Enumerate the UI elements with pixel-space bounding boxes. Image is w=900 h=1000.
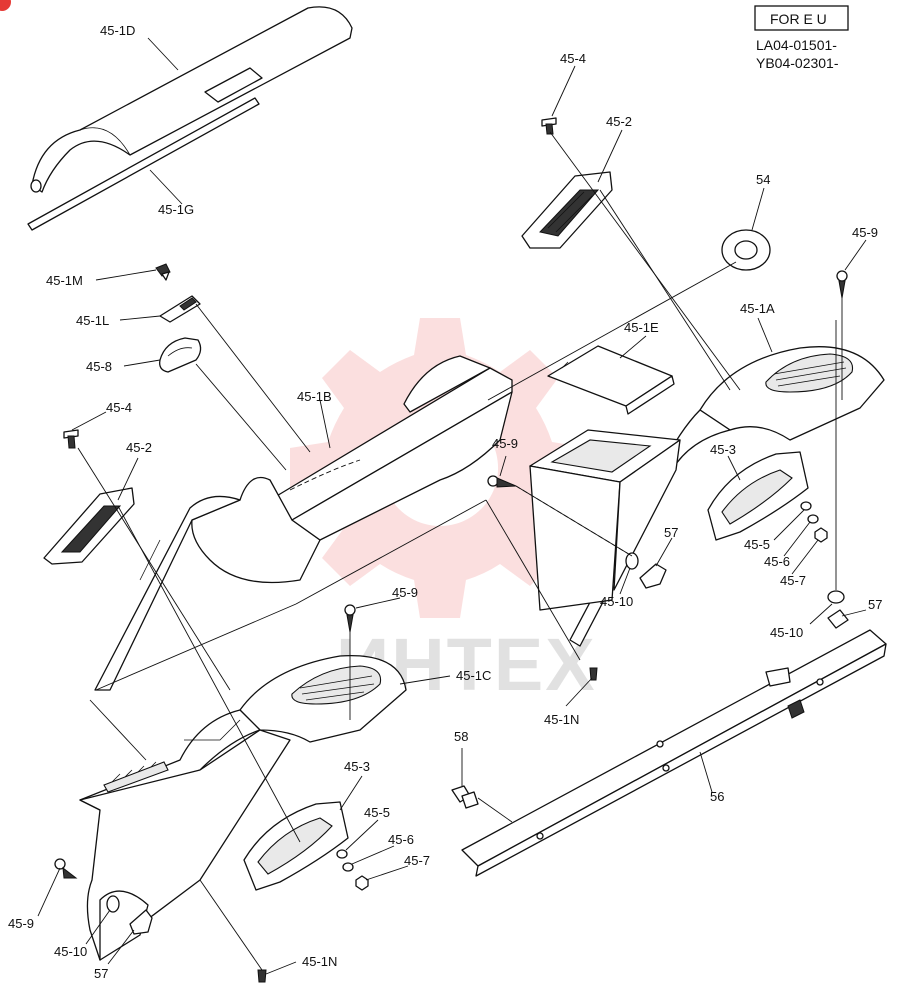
callout-45-3-right: 45-3 <box>710 442 736 457</box>
serial-label-2: YB04-02301- <box>756 55 839 71</box>
callout-45-9-left: 45-9 <box>8 916 34 931</box>
part-45-4-left-screw <box>63 429 79 449</box>
part-45-8-grommet <box>159 337 202 373</box>
part-45-5-right-washer <box>800 501 812 511</box>
callout-45-10-mid: 45-10 <box>600 594 633 609</box>
part-56-frame-rail <box>461 629 887 877</box>
part-45-9-left-pin <box>54 858 78 879</box>
part-45-6-right-washer <box>807 514 819 524</box>
callout-45-10-right: 45-10 <box>770 625 803 640</box>
callout-45-3-bottom: 45-3 <box>344 759 370 774</box>
part-45-2-left-grille <box>43 487 135 565</box>
part-center-box <box>529 429 681 611</box>
part-45-10-mid-grommet <box>625 552 639 570</box>
part-45-1C-left-fender <box>79 654 407 961</box>
callout-45-1L: 45-1L <box>76 313 109 328</box>
callout-58: 58 <box>454 729 468 744</box>
callout-45-10-left: 45-10 <box>54 944 87 959</box>
callout-45-2-left: 45-2 <box>126 440 152 455</box>
callout-45-1A: 45-1A <box>740 301 775 316</box>
callout-labels: 45-1D 45-1G 45-1M 45-1L 45-8 45-4 45-2 5… <box>8 23 882 981</box>
leader-lines <box>37 37 867 975</box>
part-45-7-right-nut <box>814 527 828 543</box>
callout-45-1M: 45-1M <box>46 273 83 288</box>
part-45-9-mid-pin <box>487 475 517 488</box>
part-54-washer <box>721 229 771 271</box>
part-45-4-top-screw <box>541 117 557 135</box>
callout-45-9-mid: 45-9 <box>492 436 518 451</box>
callout-45-9-lower: 45-9 <box>392 585 418 600</box>
part-45-1N-bottom-screw <box>257 969 267 983</box>
callout-45-8: 45-8 <box>86 359 112 374</box>
part-45-1E-panel <box>547 345 675 415</box>
callout-45-6-right: 45-6 <box>764 554 790 569</box>
callout-45-2-top: 45-2 <box>606 114 632 129</box>
callout-45-5-bottom: 45-5 <box>364 805 390 820</box>
callout-45-7-right: 45-7 <box>780 573 806 588</box>
part-45-1N-mid-screw <box>589 667 598 681</box>
callout-45-6-bottom: 45-6 <box>388 832 414 847</box>
market-box <box>754 5 849 31</box>
part-58-bolt <box>451 785 479 809</box>
part-45-2-top-grille <box>521 171 613 249</box>
callout-45-1N-bottom: 45-1N <box>302 954 337 969</box>
part-45-7-bottom-nut <box>355 875 369 891</box>
part-57-left-clip <box>129 909 153 935</box>
part-45-1M-screw <box>155 263 171 281</box>
serial-label-1: LA04-01501- <box>756 37 837 53</box>
callout-57-right: 57 <box>868 597 882 612</box>
part-57-right-clip <box>827 609 849 629</box>
callout-56: 56 <box>710 789 724 804</box>
callout-45-1C: 45-1C <box>456 668 491 683</box>
part-45-1G-rod <box>27 97 260 231</box>
part-45-6-bottom-washer <box>342 862 354 872</box>
part-45-3-right-grille <box>707 451 809 541</box>
part-45-1D-top-cover <box>30 6 353 193</box>
part-45-9-lower-pin <box>344 604 356 633</box>
callout-45-7-bottom: 45-7 <box>404 853 430 868</box>
callout-57-left: 57 <box>94 966 108 981</box>
part-45-5-bottom-washer <box>336 849 348 859</box>
callout-45-1E: 45-1E <box>624 320 659 335</box>
callout-45-1B: 45-1B <box>297 389 332 404</box>
callout-45-5-right: 45-5 <box>744 537 770 552</box>
callout-45-4-top: 45-4 <box>560 51 586 66</box>
callout-45-9-right: 45-9 <box>852 225 878 240</box>
part-45-3-bottom-grille <box>243 801 349 891</box>
callout-57-mid: 57 <box>664 525 678 540</box>
market-label: FOR E U <box>770 11 827 27</box>
part-45-1B-center-console <box>94 355 513 691</box>
callout-54: 54 <box>756 172 770 187</box>
watermark-gear-logo <box>290 318 590 618</box>
part-45-10-right-grommet <box>827 590 845 604</box>
part-45-1L-clip <box>159 295 201 323</box>
callout-45-1D: 45-1D <box>100 23 135 38</box>
part-57-mid-clip <box>639 563 667 589</box>
callout-45-1G: 45-1G <box>158 202 194 217</box>
part-45-9-right-pin <box>836 270 848 299</box>
corner-marker <box>0 0 11 11</box>
reference-lines <box>77 131 843 971</box>
callout-45-1N-mid: 45-1N <box>544 712 579 727</box>
part-45-10-left-grommet <box>106 895 120 913</box>
callout-45-4-left: 45-4 <box>106 400 132 415</box>
